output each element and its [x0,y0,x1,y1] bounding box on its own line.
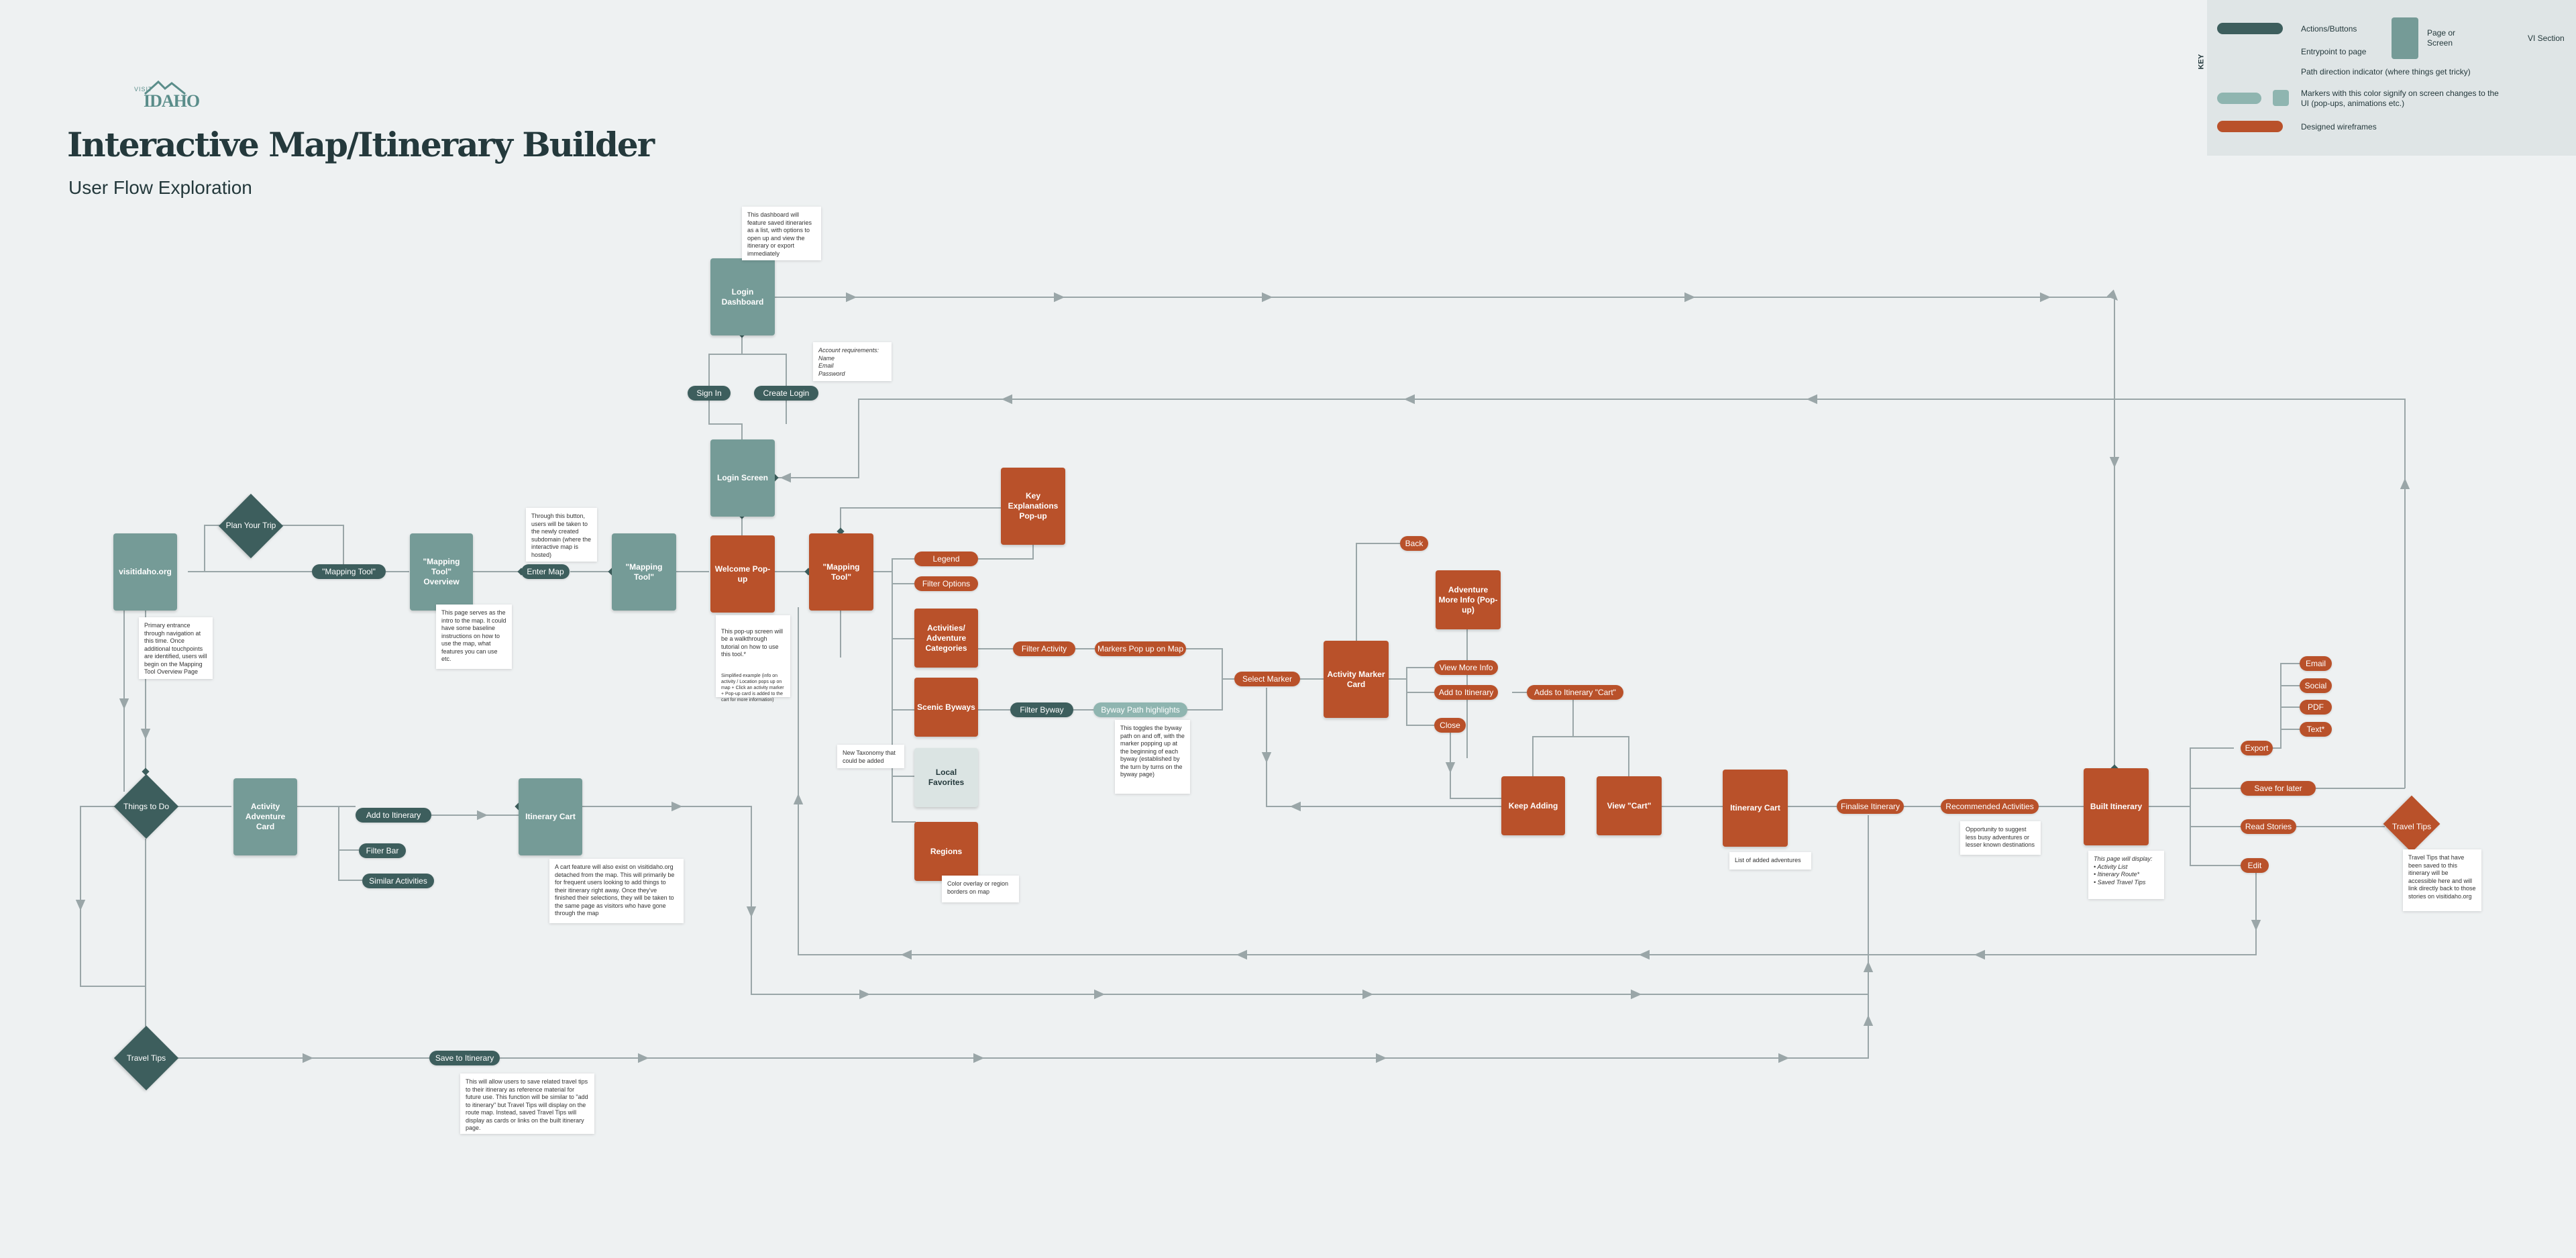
itinerary-cart-orange-box[interactable]: Itinerary Cart [1723,770,1788,847]
adventure-more-info-popup[interactable]: Adventure More Info (Pop-up) [1436,570,1501,629]
email-button[interactable]: Email [2300,656,2332,671]
activity-marker-card[interactable]: Activity Marker Card [1324,641,1389,718]
mapping-tool-page[interactable]: "Mapping Tool" [612,533,676,611]
mapping-overview-page[interactable]: "Mapping Tool" Overview [410,533,473,611]
view-cart-box[interactable]: View "Cart" [1597,776,1662,835]
filter-bar-button[interactable]: Filter Bar [359,843,406,858]
note-intro-page: This page serves as the intro to the map… [436,605,512,669]
close-button[interactable]: Close [1434,718,1466,733]
activities-categories-box[interactable]: Activities/ Adventure Categories [914,609,978,668]
key-entry-text: Entrypoint to page [2301,47,2367,56]
pdf-button[interactable]: PDF [2300,700,2332,715]
things-to-do-label: Things to Do [123,802,170,811]
note-byway-toggle: This toggles the byway path on and off, … [1115,720,1190,794]
key-actions-text: Actions/Buttons [2301,24,2357,34]
note-popup-walkthrough: This pop-up screen will be a walkthrough… [716,615,790,702]
finalise-itinerary-button[interactable]: Finalise Itinerary [1837,799,1904,814]
welcome-popup[interactable]: Welcome Pop-up [710,535,775,613]
save-for-later-button[interactable]: Save for later [2241,781,2316,796]
save-to-itinerary-button[interactable]: Save to Itinerary [429,1051,500,1065]
markers-popup-button[interactable]: Markers Pop up on Map [1095,641,1186,656]
login-screen-page[interactable]: Login Screen [710,439,775,517]
regions-box[interactable]: Regions [914,822,978,881]
line-save-return [775,399,2406,788]
built-itinerary-box[interactable]: Built Itinerary [2084,768,2149,845]
note-popup-small-text: Simplified example (info on activity / L… [721,674,784,702]
note-travel-tips-related: This will allow users to save related tr… [460,1073,594,1134]
visitidaho-page[interactable]: visitidaho.org [113,533,177,611]
mapping-tool-pill[interactable]: "Mapping Tool" [312,564,386,579]
edit-button[interactable]: Edit [2241,858,2269,873]
note-page-display: This page will display: • Activity List … [2088,851,2164,899]
legend-button[interactable]: Legend [914,552,978,566]
note-travel-tips-saved: Travel Tips that have been saved to this… [2403,849,2481,911]
note-new-taxonomy: New Taxonomy that could be added [837,745,904,768]
note-primary-entrance: Primary entrance through navigation at t… [139,617,213,679]
note-opportunity: Opportunity to suggest less busy adventu… [1960,821,2041,855]
note-through-button: Through this button, users will be taken… [526,508,597,562]
similar-activities-button[interactable]: Similar Activities [362,874,434,888]
page-title: Interactive Map/Itinerary Builder [67,125,655,164]
back-button[interactable]: Back [1400,536,1428,551]
page-subtitle: User Flow Exploration [68,177,252,198]
idaho-mountain-icon [144,80,186,95]
plan-trip-label: Plan Your Trip [225,521,276,530]
key-designed-swatch [2217,121,2283,132]
key-label: KEY [2197,54,2206,70]
scenic-byways-box[interactable]: Scenic Byways [914,678,978,737]
read-stories-button[interactable]: Read Stories [2241,819,2296,834]
key-page-swatch [2392,17,2418,59]
logo-visit-text: VISIT [134,86,153,93]
key-markers-swatch [2217,93,2261,104]
export-button[interactable]: Export [2241,741,2273,755]
enter-map-button[interactable]: Enter Map [521,564,570,579]
note-account: Account requirements: Name Email Passwor… [813,342,892,381]
select-marker-button[interactable]: Select Marker [1234,672,1300,686]
travel-tips-left-label: Travel Tips [126,1053,166,1063]
add-to-itinerary-dark-button[interactable]: Add to Itinerary [356,808,431,823]
filter-byway-button[interactable]: Filter Byway [1010,702,1073,717]
key-vi-text: VI Section [2528,34,2565,43]
filter-options-button[interactable]: Filter Options [914,576,978,591]
note-cart-feature: A cart feature will also exist on visiti… [549,859,684,923]
key-markers-text: Markers with this color signify on scree… [2301,89,2499,108]
key-markers-square [2273,90,2289,106]
local-favorites-box[interactable]: Local Favorites [914,748,978,807]
view-more-info-button[interactable]: View More Info [1434,660,1498,675]
adds-to-cart-button[interactable]: Adds to Itinerary "Cart" [1527,685,1623,700]
text-button[interactable]: Text* [2300,722,2332,737]
logo-idaho-text: IDAHO [144,91,200,111]
create-login-button[interactable]: Create Login [754,386,818,401]
login-dashboard-page[interactable]: Login Dashboard [710,258,775,335]
byway-highlights-marker[interactable]: Byway Path highlights [1093,702,1187,717]
filter-activity-button[interactable]: Filter Activity [1013,641,1075,656]
social-button[interactable]: Social [2300,678,2332,693]
key-designed-text: Designed wireframes [2301,122,2377,132]
mapping-tool-orange-page[interactable]: "Mapping Tool" [809,533,873,611]
recommended-activities-button[interactable]: Recommended Activities [1941,799,2039,814]
key-explanations-popup[interactable]: Key Explanations Pop-up [1001,468,1065,545]
note-color-overlay: Color overlay or region borders on map [942,876,1019,902]
keep-adding-box[interactable]: Keep Adding [1501,776,1565,835]
key-page-text: Page or Screen [2427,28,2456,48]
key-path-text: Path direction indicator (where things g… [2301,67,2471,76]
itinerary-cart-teal-page[interactable]: Itinerary Cart [519,778,582,855]
note-dashboard: This dashboard will feature saved itiner… [742,207,821,260]
travel-tips-right-label: Travel Tips [2392,822,2432,831]
activity-adventure-card-page[interactable]: Activity Adventure Card [233,778,297,855]
add-to-itinerary-orange-button[interactable]: Add to Itinerary [1434,685,1498,700]
note-popup-walkthrough-text: This pop-up screen will be a walkthrough… [721,627,784,658]
note-added-adventures: List of added adventures [1729,852,1811,870]
key-actions-swatch [2217,23,2283,34]
sign-in-button[interactable]: Sign In [688,386,731,401]
